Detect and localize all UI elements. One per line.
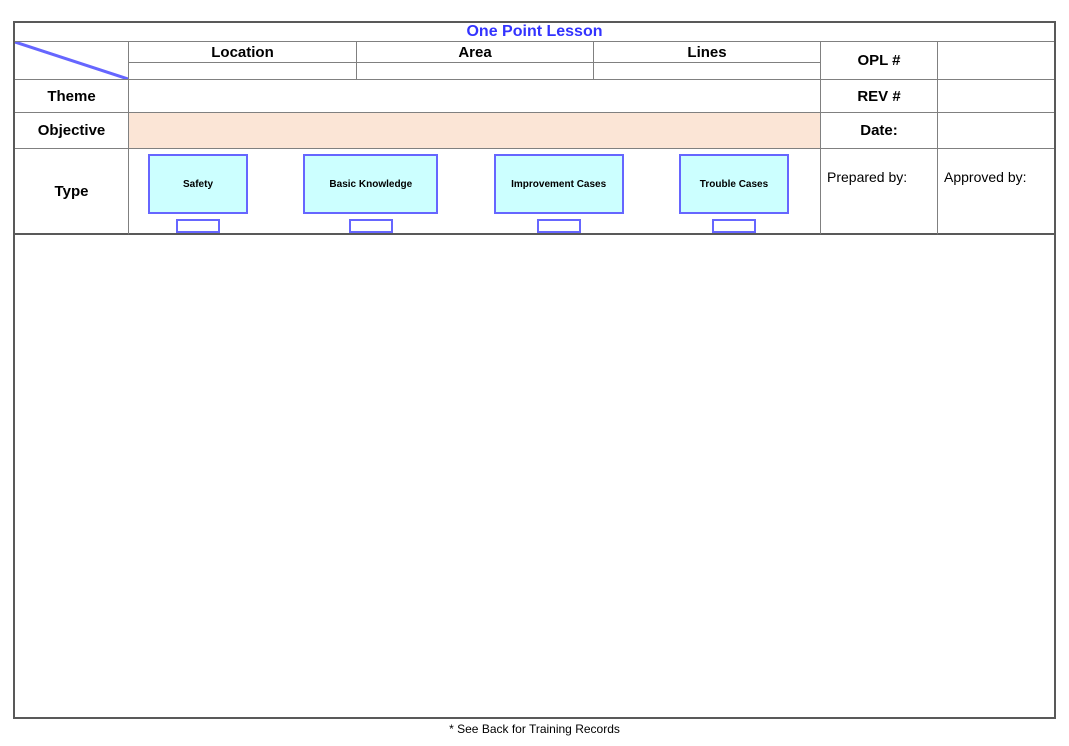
type-box-trouble-cases: Trouble Cases <box>678 154 789 214</box>
rev-number-label: REV # <box>821 80 938 113</box>
type-box-basic-knowledge: Basic Knowledge <box>303 154 439 214</box>
approved-by-field[interactable]: Approved by: <box>938 149 1054 235</box>
area-input[interactable] <box>357 63 594 80</box>
type-group-improvement-cases: Improvement Cases <box>493 154 624 233</box>
diagonal-header-cell <box>15 42 129 80</box>
theme-label: Theme <box>15 80 129 113</box>
diagonal-line <box>15 42 128 79</box>
rev-number-input[interactable] <box>938 80 1054 113</box>
lines-header: Lines <box>594 42 821 63</box>
type-checkbox-improvement-cases[interactable] <box>536 219 581 233</box>
approved-by-label: Approved by: <box>944 169 1027 185</box>
type-checkbox-trouble-cases[interactable] <box>711 219 756 233</box>
prepared-by-field[interactable]: Prepared by: <box>821 149 938 235</box>
type-checkbox-safety[interactable] <box>176 219 220 233</box>
type-box-improvement-cases: Improvement Cases <box>493 154 624 214</box>
type-group-safety: Safety <box>148 154 248 233</box>
type-selector-area: Safety Basic Knowledge Improvement Cases… <box>129 149 821 235</box>
area-header: Area <box>357 42 594 63</box>
theme-input[interactable] <box>129 80 821 113</box>
location-input[interactable] <box>129 63 357 80</box>
objective-input[interactable] <box>129 113 821 149</box>
lines-input[interactable] <box>594 63 821 80</box>
objective-label: Objective <box>15 113 129 149</box>
date-label: Date: <box>821 113 938 149</box>
type-box-safety: Safety <box>148 154 248 214</box>
type-group-trouble-cases: Trouble Cases <box>678 154 789 233</box>
lesson-content-area[interactable] <box>15 235 1054 717</box>
date-input[interactable] <box>938 113 1054 149</box>
footer-note: * See Back for Training Records <box>449 722 620 736</box>
type-label: Type <box>15 149 129 235</box>
page-title: One Point Lesson <box>15 23 1054 42</box>
opl-form-table: One Point Lesson Location Area Lines OPL… <box>13 21 1056 719</box>
location-header: Location <box>129 42 357 63</box>
prepared-by-label: Prepared by: <box>827 169 908 185</box>
type-checkbox-basic-knowledge[interactable] <box>348 219 393 233</box>
type-group-basic-knowledge: Basic Knowledge <box>303 154 439 233</box>
opl-number-label: OPL # <box>821 42 938 80</box>
opl-number-input[interactable] <box>938 42 1054 80</box>
